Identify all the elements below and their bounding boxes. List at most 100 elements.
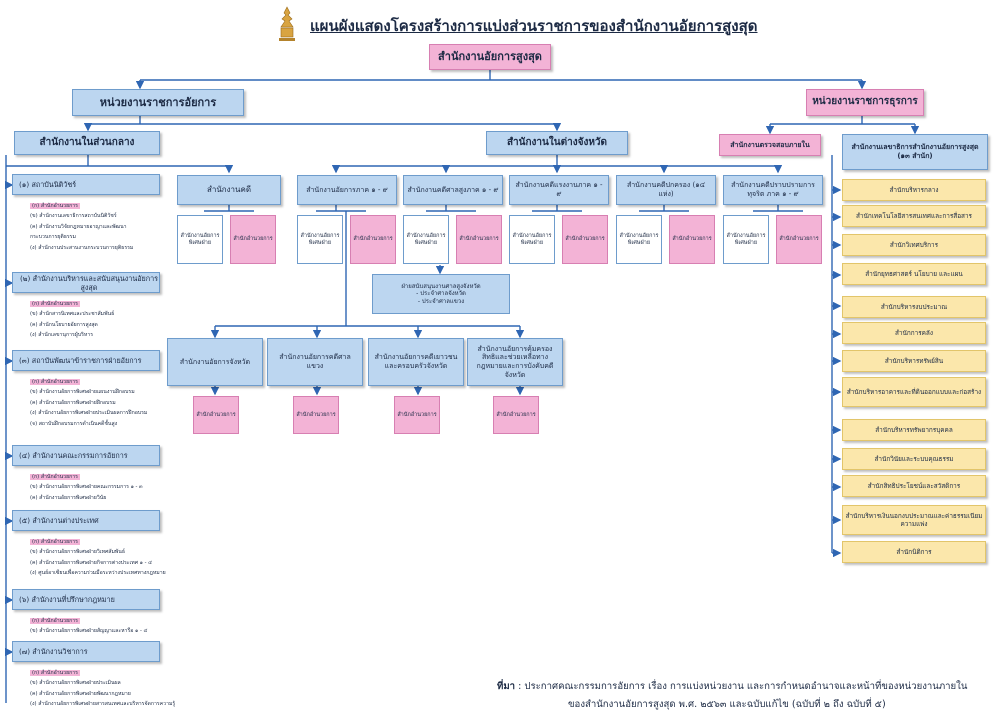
central-section-title: (๒) สำนักงานบริหารและสนับสนุนงานอัยการสู… [12,272,160,293]
central-section-item-text: (ข) สำนักงานอัยการพิเศษฝ่ายวิเทศสัมพันธ์ [30,549,126,556]
central-section-item: (ก) สำนักอำนวยการ [30,472,80,482]
region-special-div: สำนักงานอัยการพิเศษฝ่าย [403,215,449,264]
province-admin-office: สำนักอำนวยการ [293,396,339,434]
central-section-item: (ข) สำนักงานอัยการพิเศษฝ่ายคณะกรรมการ ๑ … [30,482,143,492]
central-section-title: (๗) สำนักงานวิชาการ [12,641,160,662]
secretariat-node: สำนักงานเลขาธิการสำนักงานอัยการสูงสุด (๑… [842,134,988,170]
central-section-title: (๔) สำนักงานคณะกรรมการอัยการ [12,445,160,466]
central-section-item-text: (ง) สำนักงานประสานงานกระบวนการยุติธรรม [30,244,134,251]
secretariat-unit: สำนักวินัยและระบบคุณธรรม [842,448,986,470]
region-admin-office: สำนักอำนวยการ [456,215,502,264]
central-section-item: (ค) สำนักงานวิจัยกฎหมายอาญาและพัฒนา [30,222,127,232]
central-section-item-text: (ง) สำนักเลขานุการผู้บริหาร [30,332,94,339]
secretariat-unit: สำนักเทคโนโลยีสารสนเทศและการสื่อสาร [842,205,986,227]
central-section-item-text: (ค) สำนักงานอัยการพิเศษฝ่ายฝึกอบรม [30,399,116,406]
province-admin-office: สำนักอำนวยการ [193,396,239,434]
central-section-item-text: (ก) สำนักอำนวยการ [30,670,80,676]
central-section-item: (ง) สำนักงานประสานงานกระบวนการยุติธรรม [30,243,133,253]
central-section-item: (ก) สำนักอำนวยการ [30,537,80,547]
region-special-div: สำนักงานอัยการพิเศษฝ่าย [723,215,769,264]
litigation-special-div: สำนักงานอัยการพิเศษฝ่าย [177,215,223,264]
central-node: สำนักงานในส่วนกลาง [14,131,160,155]
central-section-item-text: (ก) สำนักอำนวยการ [30,618,80,624]
region-node: สำนักงานคดีแรงงานภาค ๑ - ๙ [509,175,609,205]
central-section-title: (๓) สถาบันพัฒนาข้าราชการฝ่ายอัยการ [12,350,160,371]
prosecution-node: หน่วยงานราชการอัยการ [72,89,244,116]
province-office-node: สำนักงานอัยการคดีศาลแขวง [267,338,363,386]
provincial-node: สำนักงานในต่างจังหวัด [486,131,628,155]
central-section-item: (ง) สำนักงานอัยการพิเศษฝ่ายสารสนเทศและบร… [30,699,175,709]
central-section-item-text: (ข) สำนักงานอัยการพิเศษฝ่ายประเมินผล [30,680,121,687]
secretariat-unit: สำนักยุทธศาสตร์ นโยบาย และแผน [842,263,986,285]
province-office-node: สำนักงานอัยการคดีเยาวชนและครอบครัวจังหวั… [368,338,464,386]
central-section-item: (ข) สำนักงานอัยการพิเศษฝ่ายสัญญาและหารือ… [30,626,147,636]
central-section-item: (ก) สำนักอำนวยการ [30,377,80,387]
region-admin-office: สำนักอำนวยการ [776,215,822,264]
central-section-item: (ค) สำนักนโยบายอัยการสูงสุด [30,320,98,330]
central-section-item: (ข) สำนักงานเลขาธิการสถาบันนิติวัชร์ [30,211,117,221]
central-section-item: (ข) สำนักงานอัยการพิเศษฝ่ายแผนงานฝึกอบรม [30,387,135,397]
central-section-item: (ง) สำนักเลขานุการผู้บริหาร [30,330,93,340]
secretariat-unit: สำนักบริหารทรัพยากรบุคคล [842,419,986,441]
central-section-item: (ค) สำนักงานอัยการพิเศษฝ่ายพัฒนากฎหมาย [30,689,131,699]
region-node: สำนักงานอัยการภาค ๑ - ๙ [297,175,397,205]
region-special-div: สำนักงานอัยการพิเศษฝ่าย [616,215,662,264]
admin-node: หน่วยงานราชการธุรการ [806,89,924,116]
region-admin-office: สำนักอำนวยการ [562,215,608,264]
litigation-node: สำนักงานคดี [177,175,281,205]
support-item-2: - ประจำศาลแขวง [417,297,465,305]
central-section-item-text: (ค) สำนักงานอัยการพิเศษฝ่ายวินัย [30,494,107,501]
secretariat-unit: สำนักวิเทศบริการ [842,234,986,256]
central-section-item-text: (จ) สถาบันฝึกอบรมการดำเนินคดีชั้นสูง [30,420,118,427]
region-node: สำนักงานคดีปราบปรามการทุจริต ภาค ๑ - ๙ [723,175,823,205]
support-item-1: - ประจำศาลจังหวัด [416,290,466,298]
central-section-item-text: (ค) สำนักงานวิจัยกฎหมายอาญาและพัฒนา [30,223,127,230]
central-section-title: (๖) สำนักงานที่ปรึกษากฎหมาย [12,589,160,610]
source-note-line2: ของสำนักงานอัยการสูงสุด พ.ศ. ๒๕๖๓ และฉบั… [568,699,886,710]
central-section-item: กระบวนการยุติธรรม [30,232,76,242]
central-section-item: (ค) สำนักงานอัยการพิเศษฝ่ายฝึกอบรม [30,398,116,408]
support-box: ฝ่ายสนับสนุนงานศาลสูงจังหวัด - ประจำศาลจ… [372,274,510,314]
central-section-item: (ก) สำนักอำนวยการ [30,668,80,678]
central-section-title: (๑) สถาบันนิติวัชร์ [12,174,160,195]
source-label: ที่มา [497,681,516,692]
province-admin-office: สำนักอำนวยการ [394,396,440,434]
central-section-item-text: (ค) สำนักงานอัยการพิเศษฝ่ายกิจการต่างประ… [30,559,153,566]
region-admin-office: สำนักอำนวยการ [669,215,715,264]
secretariat-unit: สำนักสิทธิประโยชน์และสวัสดิการ [842,475,986,497]
central-section-item-text: (ข) สำนักงานเลขาธิการสถาบันนิติวัชร์ [30,213,117,220]
region-special-div: สำนักงานอัยการพิเศษฝ่าย [509,215,555,264]
region-special-div: สำนักงานอัยการพิเศษฝ่าย [297,215,343,264]
central-section-item-text: (ข) สำนักงานอัยการพิเศษฝ่ายสัญญาและหารือ… [30,628,148,635]
central-section-item: (ง) ศูนย์อาเซียนเพื่อความร่วมมือระหว่างป… [30,568,166,578]
source-note: ที่มา : ประกาศคณะกรรมการอัยการ เรื่อง กา… [497,679,967,694]
central-section-item-text: (ข) สำนักงานอัยการพิเศษฝ่ายแผนงานฝึกอบรม [30,389,135,396]
central-section-item-text: (ก) สำนักอำนวยการ [30,539,80,545]
secretariat-unit: สำนักบริหารทรัพย์สิน [842,350,986,372]
central-section-item: (ข) สำนักสารนิเทศและประชาสัมพันธ์ [30,309,114,319]
province-office-node: สำนักงานอัยการจังหวัด [167,338,263,386]
central-section-item-text: (ง) สำนักงานอัยการพิเศษฝ่ายประเมินผลการฝ… [30,410,148,417]
secretariat-unit: สำนักบริหารอาคารและที่ดินออกแบบและก่อสร้… [842,377,986,407]
central-section-item-text: (ข) สำนักงานอัยการพิเศษฝ่ายคณะกรรมการ ๑ … [30,484,143,491]
secretariat-unit: สำนักการคลัง [842,322,986,344]
central-section-item: (ค) สำนักงานอัยการพิเศษฝ่ายวินัย [30,493,106,503]
region-admin-office: สำนักอำนวยการ [350,215,396,264]
central-section-item: (จ) สถาบันฝึกอบรมการดำเนินคดีชั้นสูง [30,419,117,429]
support-title: ฝ่ายสนับสนุนงานศาลสูงจังหวัด [401,282,481,290]
central-section-item: (ค) สำนักงานอัยการพิเศษฝ่ายกิจการต่างประ… [30,558,152,568]
litigation-admin-office: สำนักอำนวยการ [230,215,276,264]
central-section-item-text: (ค) สำนักนโยบายอัยการสูงสุด [30,321,98,328]
province-office-node: สำนักงานอัยการคุ้มครองสิทธิและช่วยเหลือท… [467,338,563,386]
central-section-item: (ข) สำนักงานอัยการพิเศษฝ่ายวิเทศสัมพันธ์ [30,547,125,557]
central-section-item: (ก) สำนักอำนวยการ [30,616,80,626]
central-section-item-text: (ก) สำนักอำนวยการ [30,474,80,480]
secretariat-unit: สำนักนิติการ [842,541,986,563]
secretariat-unit: สำนักบริหารกลาง [842,179,986,201]
top-node: สำนักงานอัยการสูงสุด [429,44,551,70]
central-section-item: (ก) สำนักอำนวยการ [30,299,80,309]
province-admin-office: สำนักอำนวยการ [493,396,539,434]
region-node: สำนักงานคดีศาลสูงภาค ๑ - ๙ [403,175,503,205]
central-section-item-text: (ง) ศูนย์อาเซียนเพื่อความร่วมมือระหว่างป… [30,570,166,577]
